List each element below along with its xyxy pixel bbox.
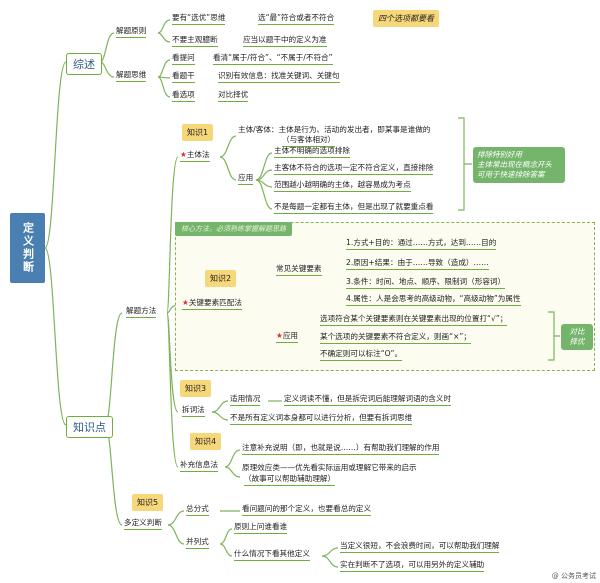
thinking-3: 看选项: [172, 90, 195, 102]
core-stripe: 核心方法，必须熟练掌握解题思路: [175, 222, 292, 236]
branch-overview: 综述: [66, 53, 102, 75]
common-3: 3.条件：时间、地点、顺序、限制词（形容词）: [346, 277, 506, 289]
side-note-1: 排除特别好用 主体常出现在概念开头 可用于快速排除答案: [473, 147, 565, 183]
thinking-2: 看题干: [172, 71, 195, 83]
principle-1b: 选“最”符合或者不符合: [258, 13, 335, 25]
multi-2b: 什么情况下看其他定义: [234, 549, 310, 561]
knowledge-3-tag: 知识3: [180, 380, 212, 397]
subject-apply-2: 主客体不符合的选项一定不符合定义，直接排除: [274, 163, 434, 175]
supplement-2b: （故事可以帮助辅助理解）: [244, 474, 336, 486]
branch-overview-label: 综述: [73, 58, 95, 71]
common-4: 4.属性：人是会思考的高级动物，“高级动物”为属性: [346, 294, 521, 306]
star-icon: ★: [182, 298, 189, 307]
branch-knowledge-label: 知识点: [73, 421, 106, 434]
thinking-node: 解题思维: [116, 70, 147, 82]
side-note-2: 对比 择优: [561, 324, 593, 350]
thinking-1: 看提问: [172, 53, 195, 65]
multi-def: 多定义判断: [124, 518, 162, 530]
multi-1: 总分式: [186, 504, 209, 516]
keyword-apply: ★应用: [276, 331, 298, 343]
keyword-method-label: 关键要素匹配法: [188, 298, 242, 307]
multi-2a: 原则上问谁看谁: [234, 522, 288, 534]
knowledge-1-tag: 知识1: [182, 124, 214, 141]
split-warn: 不是所有定义词本身都可以进行分析，但要有拆词思维: [230, 413, 413, 425]
multi-1b: 看问题问的那个定义，也要看总的定义: [242, 504, 372, 516]
multi-2b-2: 实在判断不了选项，可以用另外的定义辅助: [340, 560, 485, 572]
split-case-text: 定义词读不懂，但是拆完词后能理解词语的含义时: [284, 394, 452, 406]
supplement-2: 原理效应类——优先看实际运用或理解它带来的启示: [242, 463, 417, 472]
principle-2b: 应当以题干中的定义为准: [243, 35, 327, 47]
thinking-3b: 对比择优: [218, 90, 249, 102]
knowledge-2-tag: 知识2: [205, 270, 237, 287]
subject-def: 主体/客体：主体是行为、活动的发出者，即某事是谁做的: [238, 125, 431, 134]
root-label: 定义判断: [21, 222, 35, 274]
knowledge-4-tag: 知识4: [190, 433, 222, 450]
common-2: 2.原因+结果：由于……导致（造成）……: [346, 258, 489, 270]
split-case: 适用情况: [230, 394, 261, 406]
subject-apply-4: 不是每题一定都有主体，但是出现了就要重点看: [274, 202, 434, 214]
keyword-method: ★关键要素匹配法: [182, 298, 242, 310]
subject-method: ★主体法: [180, 150, 210, 162]
common-keys: 常见关键要素: [276, 264, 322, 276]
principle-1: 要有“选优”思维: [172, 13, 226, 25]
branch-knowledge: 知识点: [66, 416, 113, 438]
supplement-method: 补充信息法: [180, 460, 218, 472]
knowledge-5-tag: 知识5: [132, 494, 164, 511]
subject-apply-1: 主体不明确的选项排除: [274, 146, 350, 158]
principle-tag: 四个选项都要看: [373, 10, 439, 27]
keyword-apply-2: 某个选项的关键要素不符合定义，则画“×”；: [320, 332, 471, 344]
subject-apply-3: 范围越小越明确的主体，越容易成为考点: [274, 180, 411, 192]
core-region: [175, 222, 595, 371]
supplement-1: 注意补充说明（即，也就是说……）有帮助我们理解的作用: [242, 443, 440, 455]
principles-node: 解题原则: [116, 26, 147, 38]
multi-2b-1: 当定义很短，不会浪费时间，可以帮助我们理解: [340, 541, 500, 553]
thinking-1b: 看清“属于/符合”、“不属于/不符合”: [213, 53, 333, 65]
subject-def-2: （与客体相对）: [282, 135, 336, 147]
subject-apply: 应用: [238, 173, 254, 185]
subject-method-label: 主体法: [186, 150, 210, 159]
star-icon: ★: [276, 331, 283, 340]
star-icon: ★: [180, 150, 187, 159]
split-method: 拆词法: [182, 405, 205, 417]
methods-node: 解题方法: [126, 306, 157, 318]
principle-2: 不要主观臆断: [172, 35, 218, 47]
root-node: 定义判断: [10, 213, 45, 283]
keyword-apply-1: 选项符合某个关键要素则在关键要素出现的位置打“√”；: [320, 314, 508, 326]
keyword-apply-3: 不确定则可以标注“O”。: [320, 349, 403, 361]
watermark: @ 公务员考试: [551, 572, 596, 580]
common-1: 1.方式+目的：通过……方式，达到……目的: [346, 238, 497, 250]
thinking-2b: 识别有效信息：找准关键词、关键句: [218, 71, 340, 83]
multi-2: 并列式: [186, 537, 209, 549]
keyword-apply-label: 应用: [282, 331, 298, 340]
